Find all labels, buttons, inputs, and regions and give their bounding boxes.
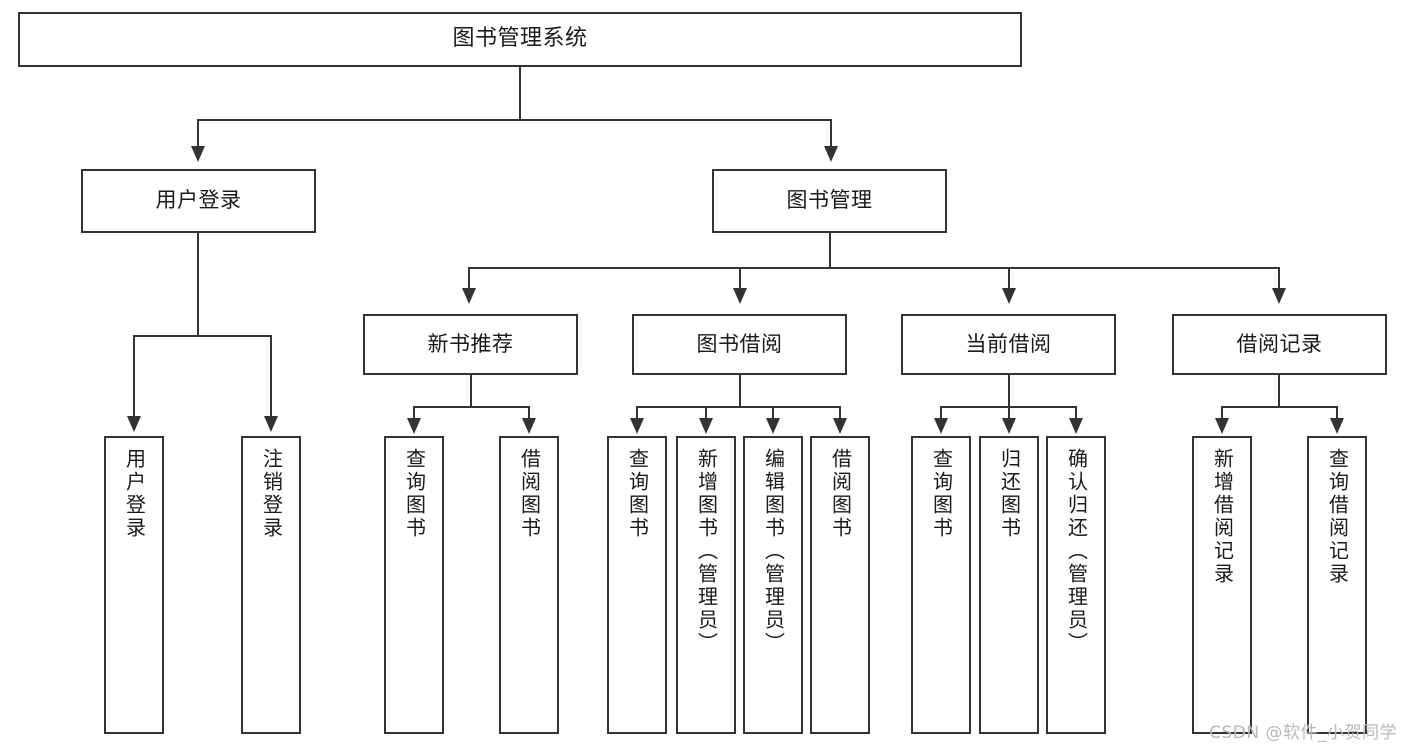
arrow-book-mgmt-to-borrow-record	[1272, 288, 1286, 304]
node-label: 借阅图书	[828, 448, 853, 540]
arrow-current-borrow-to-leaf-2	[1002, 418, 1016, 434]
connector-user-login-to-leaf-2	[270, 335, 272, 419]
arrow-user-login-to-leaf-2	[264, 416, 278, 432]
node-label: 借阅记录	[1236, 331, 1323, 356]
connector-root-to-user-login	[197, 119, 199, 149]
connector-current-borrow-to-leaf-1	[940, 406, 942, 420]
connector-borrow-record-to-leaf-1	[1221, 406, 1223, 420]
connector-book-mgmt-to-current-borrow	[1008, 267, 1010, 290]
leaf-user-login[interactable]: 用户登录	[104, 436, 164, 734]
node-label: 用户登录	[155, 188, 242, 213]
arrow-new-books-to-leaf-2	[522, 418, 536, 434]
connector-user-login-to-leaf-1	[133, 335, 135, 419]
connector-book-borrow-to-leaf-3	[772, 406, 774, 420]
node-label: 查询图书	[929, 448, 954, 540]
connector-current-borrow-to-leaf-3	[1075, 406, 1077, 420]
node-label: 图书管理系统	[452, 26, 588, 52]
connector-new-books-bus	[413, 406, 530, 408]
node-label: 用户登录	[122, 448, 147, 540]
node-label: 当前借阅	[965, 331, 1052, 356]
connector-book-borrow-to-leaf-1	[636, 406, 638, 420]
connector-borrow-record-stem	[1278, 375, 1280, 407]
leaf-edit-book-admin[interactable]: 编辑图书（管理员）	[743, 436, 803, 734]
connector-borrow-record-to-leaf-2	[1336, 406, 1338, 420]
node-label: 注销登录	[259, 448, 284, 540]
connector-book-borrow-to-leaf-2	[705, 406, 707, 420]
node-borrow-record[interactable]: 借阅记录	[1172, 314, 1387, 375]
connector-book-mgmt-bus	[468, 267, 1280, 269]
connector-root-bus	[197, 119, 832, 121]
leaf-query-book-recommend[interactable]: 查询图书	[384, 436, 444, 734]
connector-new-books-to-leaf-1	[413, 406, 415, 420]
connector-user-login-stem	[197, 233, 199, 336]
node-label: 借阅图书	[517, 448, 542, 540]
node-root-library-system[interactable]: 图书管理系统	[18, 12, 1022, 67]
arrow-user-login-to-leaf-1	[127, 416, 141, 432]
csdn-watermark: CSDN @软件_小贺同学	[1209, 723, 1397, 743]
node-label: 新增图书（管理员）	[694, 448, 719, 655]
node-label: 新书推荐	[427, 331, 514, 356]
node-label: 归还图书	[997, 448, 1022, 540]
leaf-borrow-book-recommend[interactable]: 借阅图书	[499, 436, 559, 734]
arrow-current-borrow-to-leaf-3	[1069, 418, 1083, 434]
connector-book-mgmt-stem	[829, 233, 831, 268]
node-label: 确认归还（管理员）	[1064, 448, 1089, 655]
leaf-confirm-return-admin[interactable]: 确认归还（管理员）	[1046, 436, 1106, 734]
arrow-book-borrow-to-leaf-3	[766, 418, 780, 434]
arrow-book-borrow-to-leaf-1	[630, 418, 644, 434]
connector-new-books-to-leaf-2	[528, 406, 530, 420]
connector-book-mgmt-to-borrow-record	[1278, 267, 1280, 290]
connector-book-borrow-bus	[636, 406, 841, 408]
node-label: 查询借阅记录	[1325, 448, 1350, 586]
leaf-query-book-current[interactable]: 查询图书	[911, 436, 971, 734]
connector-book-mgmt-to-new-books	[468, 267, 470, 290]
connector-current-borrow-stem	[1008, 375, 1010, 407]
leaf-query-borrow-record[interactable]: 查询借阅记录	[1307, 436, 1367, 734]
arrow-book-mgmt-to-new-books	[462, 288, 476, 304]
node-label: 新增借阅记录	[1210, 448, 1235, 586]
arrow-current-borrow-to-leaf-1	[934, 418, 948, 434]
arrow-book-mgmt-to-current-borrow	[1002, 288, 1016, 304]
connector-current-borrow-to-leaf-2	[1008, 406, 1010, 420]
arrow-root-to-user-login	[191, 146, 205, 162]
node-label: 查询图书	[625, 448, 650, 540]
arrow-book-borrow-to-leaf-4	[833, 418, 847, 434]
leaf-return-book[interactable]: 归还图书	[979, 436, 1039, 734]
connector-root-stem	[519, 67, 521, 120]
node-label: 图书管理	[786, 188, 873, 213]
connector-book-mgmt-to-book-borrow	[739, 267, 741, 290]
leaf-add-book-admin[interactable]: 新增图书（管理员）	[676, 436, 736, 734]
leaf-borrow-book[interactable]: 借阅图书	[810, 436, 870, 734]
arrow-book-borrow-to-leaf-2	[699, 418, 713, 434]
node-label: 编辑图书（管理员）	[761, 448, 786, 655]
node-current-borrow[interactable]: 当前借阅	[901, 314, 1116, 375]
node-book-management[interactable]: 图书管理	[712, 169, 947, 233]
connector-root-to-book-mgmt	[830, 119, 832, 149]
arrow-borrow-record-to-leaf-2	[1330, 418, 1344, 434]
node-label: 查询图书	[402, 448, 427, 540]
leaf-query-book-borrow[interactable]: 查询图书	[607, 436, 667, 734]
node-user-login[interactable]: 用户登录	[81, 169, 316, 233]
node-book-borrow[interactable]: 图书借阅	[632, 314, 847, 375]
arrow-new-books-to-leaf-1	[407, 418, 421, 434]
connector-book-borrow-stem	[739, 375, 741, 407]
connector-user-login-bus	[133, 335, 271, 337]
leaf-logout-login[interactable]: 注销登录	[241, 436, 301, 734]
node-label: 图书借阅	[696, 331, 783, 356]
connector-book-borrow-to-leaf-4	[839, 406, 841, 420]
arrow-borrow-record-to-leaf-1	[1215, 418, 1229, 434]
connector-new-books-stem	[470, 375, 472, 407]
connector-borrow-record-bus	[1221, 406, 1338, 408]
arrow-book-mgmt-to-book-borrow	[733, 288, 747, 304]
leaf-add-borrow-record[interactable]: 新增借阅记录	[1192, 436, 1252, 734]
node-new-book-recommend[interactable]: 新书推荐	[363, 314, 578, 375]
arrow-root-to-book-mgmt	[824, 146, 838, 162]
